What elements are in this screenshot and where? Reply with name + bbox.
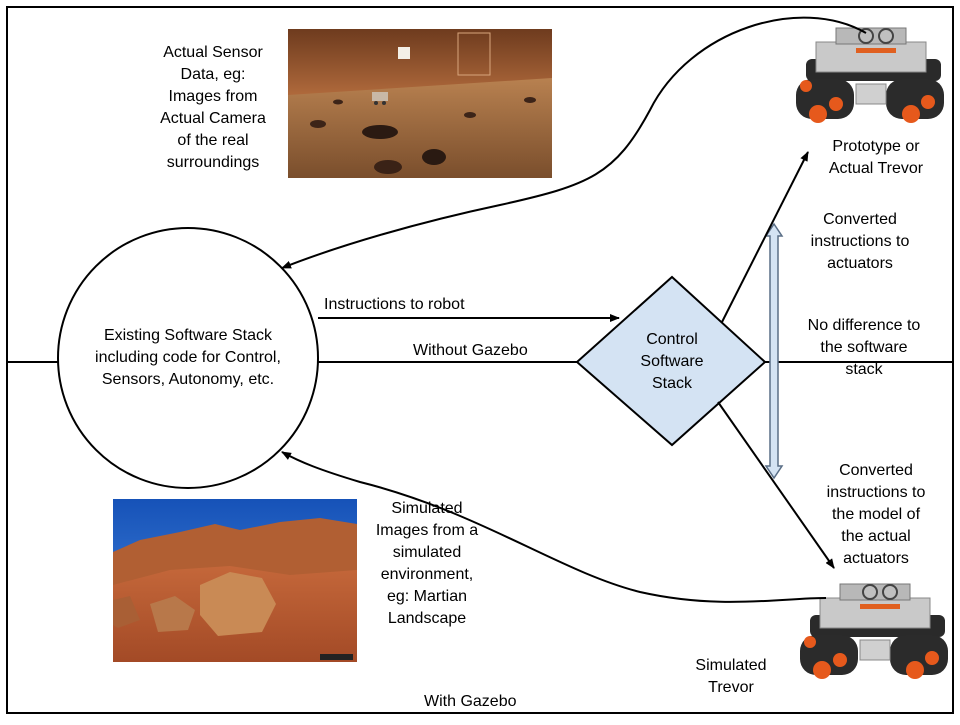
tracked-rover-robot-bottom <box>800 583 948 679</box>
label-line: Simulated <box>391 500 463 517</box>
label-line: stack <box>845 361 883 378</box>
label-simulated-trevor: Simulated Trevor <box>676 655 786 699</box>
label-converted-model: Converted instructions to the model of t… <box>808 460 944 570</box>
arrow-to-simulated-trevor <box>717 401 835 569</box>
label-line: Existing Software Stack <box>103 327 273 344</box>
label-line: the actual <box>841 528 911 545</box>
label-line: Images from <box>168 88 258 105</box>
label-line: Images from a <box>375 522 479 539</box>
label-line: Converted <box>839 462 913 479</box>
label-line: including code for Control, <box>95 349 281 366</box>
label-line: actuators <box>843 550 909 567</box>
label-line: the software <box>820 339 908 356</box>
label-no-difference: No difference to the software stack <box>786 315 942 381</box>
label-line: the model of <box>831 506 921 523</box>
label-line: Landscape <box>387 610 467 627</box>
label-line: No difference to <box>807 317 921 334</box>
arrow-to-actual-trevor <box>721 151 809 323</box>
existing-software-stack-node <box>57 227 319 489</box>
label-prototype-trevor: Prototype or Actual Trevor <box>806 136 946 180</box>
label-line: Control <box>646 331 698 348</box>
label-line: Converted <box>823 211 897 228</box>
label-line: surroundings <box>166 154 260 171</box>
label-instructions-to-robot: Instructions to robot <box>324 296 465 313</box>
arrow-actual-sensor-data <box>281 16 867 269</box>
label-line: environment, <box>380 566 474 583</box>
label-line: actuators <box>827 255 893 272</box>
label-line: of the real <box>177 132 249 149</box>
label-existing-software-stack: Existing Software Stack including code f… <box>68 325 308 391</box>
label-control-software-stack: Control Software Stack <box>622 329 722 395</box>
label-line: Sensors, Autonomy, etc. <box>101 371 275 388</box>
label-line: Actual Sensor <box>163 44 263 61</box>
label-line: Actual Trevor <box>828 160 924 177</box>
label-line: Simulated <box>695 657 767 674</box>
label-line: Data, eg: <box>180 66 246 83</box>
martian-landscape-photo <box>113 499 357 662</box>
label-with-gazebo: With Gazebo <box>424 693 517 710</box>
label-line: eg: Martian <box>386 588 468 605</box>
label-converted-actuators: Converted instructions to actuators <box>798 209 922 275</box>
label-line: Prototype or <box>832 138 920 155</box>
label-line: Stack <box>651 375 692 392</box>
label-line: Software <box>640 353 704 370</box>
label-line: instructions to <box>826 484 926 501</box>
double-arrow <box>764 222 784 480</box>
label-simulated-images: Simulated Images from a simulated enviro… <box>362 498 492 630</box>
arrow-simulated-sensor-data <box>281 451 827 603</box>
diagram-border <box>6 6 954 714</box>
label-without-gazebo: Without Gazebo <box>413 342 528 359</box>
label-line: Actual Camera <box>160 110 266 127</box>
label-line: simulated <box>392 544 462 561</box>
label-line: instructions to <box>810 233 910 250</box>
label-actual-sensor-data: Actual Sensor Data, eg: Images from Actu… <box>140 42 286 174</box>
label-line: Trevor <box>708 679 754 696</box>
tracked-rover-robot-top <box>796 27 944 123</box>
mars-surface-photo <box>288 29 552 178</box>
